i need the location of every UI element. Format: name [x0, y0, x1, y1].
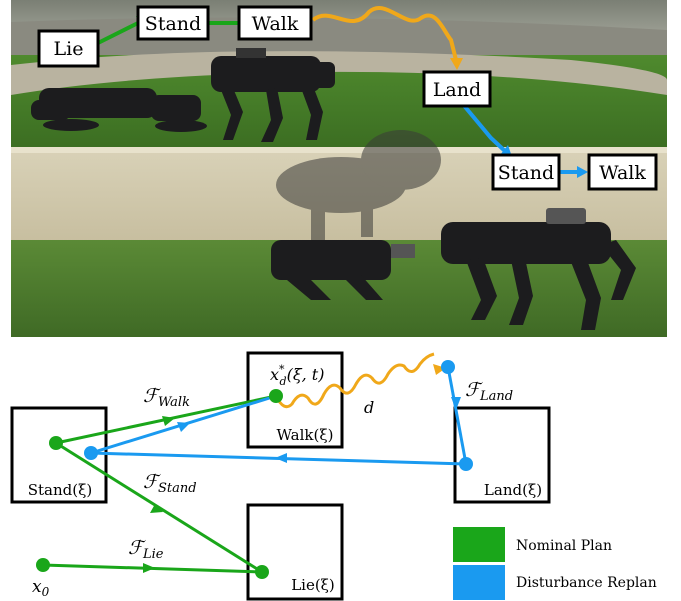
- robot-motion-blur: [276, 130, 441, 240]
- svg-text:Stand: Stand: [498, 162, 554, 184]
- robot-recovered: [441, 208, 636, 330]
- svg-text:Lie: Lie: [54, 38, 84, 60]
- node-lie: [255, 565, 269, 579]
- svg-text:Stand: Stand: [145, 13, 201, 35]
- nodes: [36, 360, 473, 579]
- label-stand-2: Stand: [491, 153, 561, 191]
- label-walk: Walk: [237, 5, 313, 41]
- photo-transition-arrows: [97, 6, 578, 174]
- box-walk: Walk(ξ): [246, 351, 344, 449]
- arrowhead-walk: [162, 416, 175, 426]
- label-stand: Stand: [136, 5, 210, 41]
- box-lie: Lie(ξ): [246, 503, 344, 601]
- disturbance-path: [274, 352, 435, 409]
- arrowhead-replan-walk: [177, 422, 190, 432]
- funnel-stand-label: ℱStand: [143, 471, 197, 496]
- robot-lying: [31, 88, 207, 132]
- disturbance-label: d: [364, 398, 374, 417]
- svg-text:Land: Land: [433, 79, 481, 101]
- funnel-diagram: Stand(ξ) Walk(ξ) Land(ξ) Lie(ξ): [10, 351, 657, 601]
- x0-label: x0: [32, 577, 50, 599]
- label-lie: Lie: [37, 29, 100, 68]
- legend-swatch-replan: [453, 565, 505, 600]
- svg-text:Walk: Walk: [599, 162, 646, 184]
- svg-text:Land(ξ): Land(ξ): [484, 481, 542, 499]
- box-stand: Stand(ξ): [10, 406, 108, 504]
- node-land: [459, 457, 473, 471]
- arrowhead-stand: [150, 504, 163, 513]
- node-stand-replan: [84, 446, 98, 460]
- legend-replan-label: Disturbance Replan: [516, 575, 657, 591]
- node-x0: [36, 558, 50, 572]
- funnel-walk-label: ℱWalk: [143, 385, 190, 410]
- label-land: Land: [422, 70, 492, 108]
- svg-text:Walk: Walk: [252, 13, 299, 35]
- robot-photo: Lie Stand Walk Land Stand Walk: [11, 0, 667, 337]
- robot-standing: [211, 48, 335, 142]
- funnel-lie-label: ℱLie: [128, 537, 164, 562]
- svg-text:Lie(ξ): Lie(ξ): [291, 576, 335, 594]
- svg-text:Stand(ξ): Stand(ξ): [28, 481, 92, 499]
- box-land: Land(ξ): [453, 406, 551, 504]
- xd-label: x*d(ξ, t): [270, 363, 324, 388]
- funnel-land-label: ℱLand: [465, 379, 513, 404]
- legend: Nominal Plan Disturbance Replan: [453, 527, 657, 600]
- arrowhead-lie: [143, 563, 155, 573]
- walkway: [11, 51, 667, 95]
- node-stand: [49, 436, 63, 450]
- robot-landing: [271, 240, 415, 300]
- arrowhead-replan-land: [451, 397, 461, 410]
- legend-swatch-nominal: [453, 527, 505, 562]
- svg-text:Walk(ξ): Walk(ξ): [277, 426, 334, 444]
- node-walk: [269, 389, 283, 403]
- arrowhead-replan-stand: [275, 453, 287, 463]
- node-disturbed: [441, 360, 455, 374]
- label-walk-2: Walk: [587, 153, 658, 191]
- legend-nominal-label: Nominal Plan: [516, 538, 612, 554]
